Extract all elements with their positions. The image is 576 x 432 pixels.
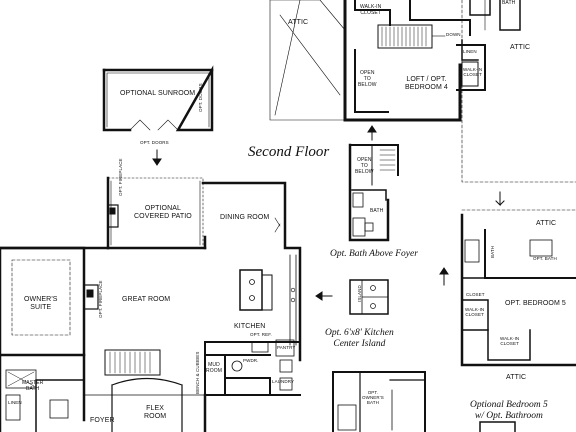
loft-bedroom-4-label: LOFT / OPT.BEDROOM 4 (405, 76, 448, 91)
opt-ref-label: OPT. REF. (250, 332, 272, 337)
linen-bottom-label: LINEN (8, 400, 22, 405)
pwdr-label: PWDR. (243, 358, 259, 363)
opt-owners-bath-plan (332, 371, 426, 432)
attic-bottom-label: ATTIC (506, 374, 527, 381)
bath-top-label: BATH (502, 0, 516, 6)
opt-doors-bottom-label: OPT. DOORS (140, 140, 169, 145)
bath-small-label: BATH (370, 208, 384, 214)
kitchen-label: KITCHEN (234, 323, 266, 330)
opt-bath-above-foyer-heading: Opt. Bath Above Foyer (330, 249, 418, 259)
island-label: ISLAND (357, 285, 362, 302)
bath-bed5-label: BATH (490, 245, 495, 258)
optional-sunroom-plan (102, 65, 214, 166)
optional-sunroom-label: OPTIONAL SUNROOM (120, 90, 196, 97)
foyer-label: FOYER (90, 417, 115, 424)
opt-bath-foyer-plan (348, 143, 399, 242)
attic-left-label: ATTIC (288, 19, 309, 26)
dining-room-label: DINING ROOM (220, 214, 270, 221)
down-label: DOWN (446, 32, 461, 37)
great-room-label: GREAT ROOM (122, 296, 171, 303)
fireplace-great-room-label: OPT. FIREPLACE (98, 280, 103, 318)
bench-cubbies-label: BENCH & CUBBIES (195, 351, 200, 394)
pantry-label: PANTRY (277, 345, 296, 350)
laundry-label: LAUNDRY (272, 379, 295, 384)
fireplace-patio-label: OPT. FIREPLACE (118, 158, 123, 196)
optional-bedroom-5-plan (439, 191, 576, 367)
opt-doors-side-label: OPT. DOORS (198, 83, 203, 112)
linen-top-label: LINEN (463, 49, 477, 54)
second-floor-plan (269, 0, 576, 183)
opt-bedroom-5-label: OPT. BEDROOM 5 (505, 300, 566, 307)
attic-right-label: ATTIC (510, 44, 531, 51)
main-floor-plan (0, 176, 302, 432)
attic-small-label: ATTIC (536, 220, 557, 227)
island-detail (349, 279, 389, 315)
opt-bath-label: OPT. BATH (533, 256, 557, 261)
second-floor-heading: Second Floor (248, 144, 330, 160)
closet-bed5-label: CLOSET (466, 292, 485, 297)
